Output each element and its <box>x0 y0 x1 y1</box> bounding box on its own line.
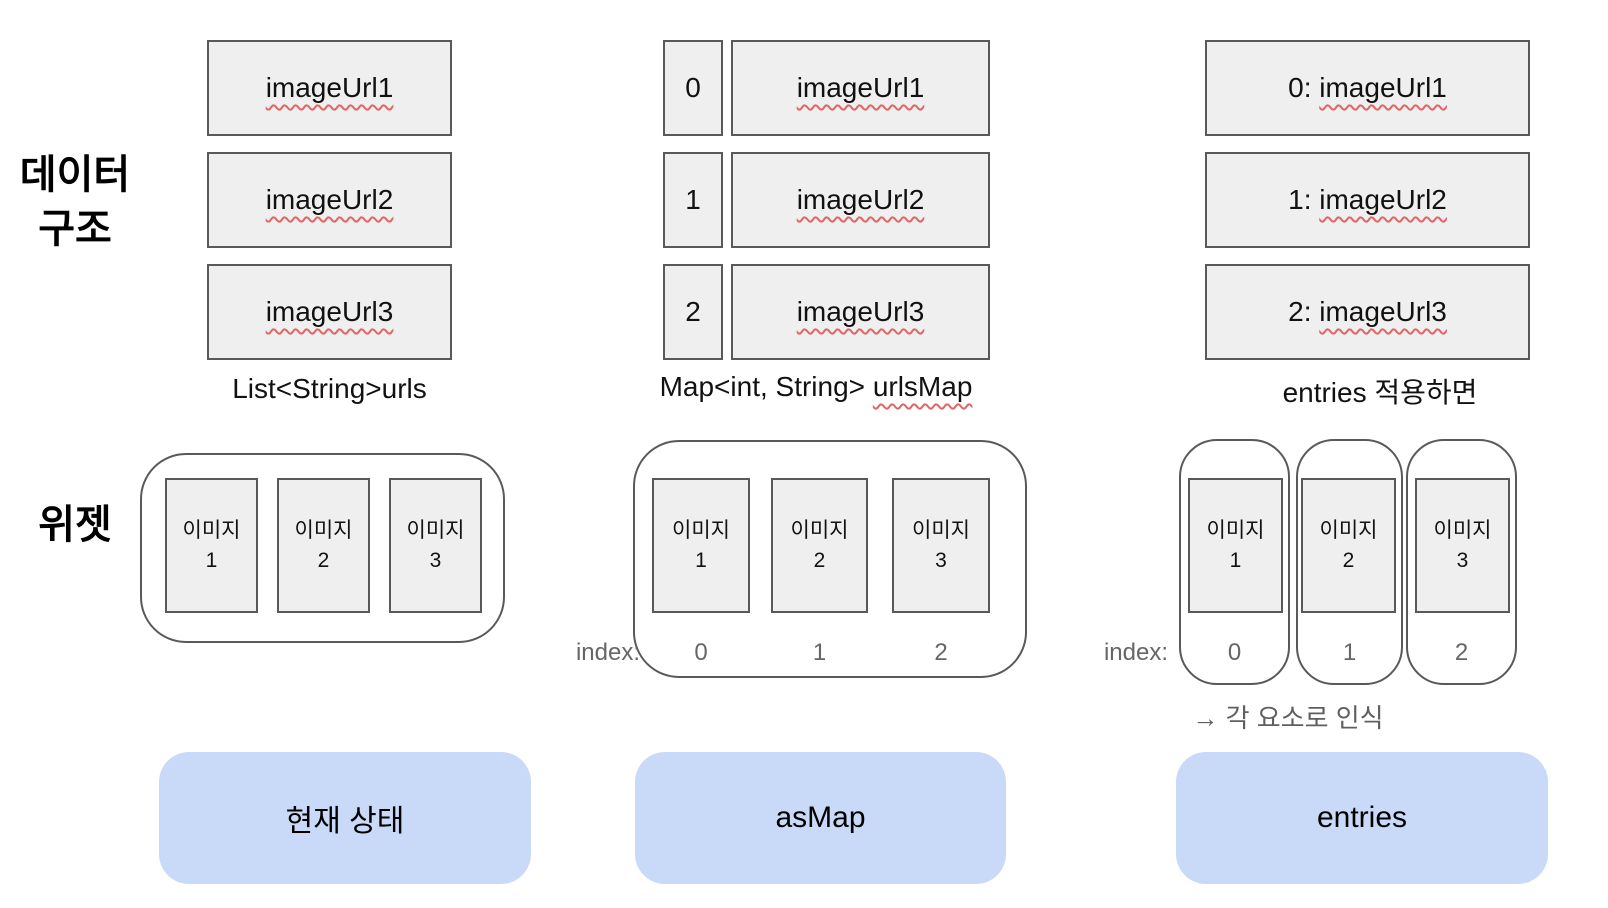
image-label: 이미지 <box>1319 518 1378 542</box>
list-caption: List<String>urls <box>232 373 427 404</box>
image-label: 이미지 <box>790 518 849 542</box>
map-widget-image-2: 이미지 2 <box>771 478 868 613</box>
entries-box-1-key: 0: <box>1288 72 1320 103</box>
map-value-box-2-text: imageUrl2 <box>796 184 925 215</box>
list-box-2: imageUrl2 <box>207 152 452 248</box>
image-number: 1 <box>205 548 218 572</box>
map-widget-image-1: 이미지 1 <box>652 478 750 613</box>
map-value-box-1-text: imageUrl1 <box>796 72 925 103</box>
map-caption-name: urlsMap <box>872 371 973 402</box>
image-label: 이미지 <box>672 518 730 542</box>
row-label-data-structure: 데이터 구조 <box>5 148 145 256</box>
image-number: 3 <box>429 548 442 572</box>
map-value-box-3: imageUrl3 <box>731 264 990 360</box>
entries-box-2: 1: imageUrl2 <box>1205 152 1530 248</box>
image-label: 이미지 <box>182 518 241 542</box>
entries-box-3: 2: imageUrl3 <box>1205 264 1530 360</box>
entries-index-2: 2 <box>1454 639 1469 666</box>
list-widget-image-1: 이미지 1 <box>165 478 258 613</box>
map-index-1: 1 <box>812 639 827 666</box>
entries-box-2-key: 1: <box>1288 184 1320 215</box>
image-number: 3 <box>1456 548 1469 572</box>
list-box-1: imageUrl1 <box>207 40 452 136</box>
list-box-3: imageUrl3 <box>207 264 452 360</box>
image-label: 이미지 <box>406 518 465 542</box>
row-label-data-structure-line2: 구조 <box>38 207 112 251</box>
entries-widget-image-1: 이미지 1 <box>1188 478 1283 613</box>
map-key-box-3: 2 <box>663 264 723 360</box>
image-label: 이미지 <box>294 518 353 542</box>
image-number: 1 <box>695 548 707 572</box>
image-label: 이미지 <box>912 518 970 542</box>
list-box-3-text: imageUrl3 <box>265 296 394 327</box>
image-number: 2 <box>317 548 330 572</box>
map-key-box-2: 1 <box>663 152 723 248</box>
list-widget-image-3: 이미지 3 <box>389 478 482 613</box>
map-value-box-2: imageUrl2 <box>731 152 990 248</box>
entries-box-3-key: 2: <box>1288 296 1320 327</box>
entries-index-label: index: <box>1103 639 1168 666</box>
row-label-widget: 위젯 <box>38 503 112 547</box>
entries-caption: entries 적용하면 <box>1282 377 1478 408</box>
image-label: 이미지 <box>1433 518 1492 542</box>
image-label: 이미지 <box>1206 518 1265 542</box>
entries-widget-image-3: 이미지 3 <box>1415 478 1510 613</box>
row-label-data-structure-line1: 데이터 <box>19 153 131 197</box>
entries-widget-image-2: 이미지 2 <box>1301 478 1396 613</box>
entries-index-1: 1 <box>1342 639 1357 666</box>
map-key-box-1: 0 <box>663 40 723 136</box>
current-state-button: 현재 상태 <box>159 752 531 884</box>
list-box-1-text: imageUrl1 <box>265 72 394 103</box>
map-caption-type: Map<int, String> <box>659 371 873 402</box>
entries-box-3-value: imageUrl3 <box>1319 296 1447 327</box>
map-widget-image-3: 이미지 3 <box>892 478 990 613</box>
image-number: 3 <box>935 548 947 572</box>
image-number: 2 <box>1342 548 1355 572</box>
entries-box-1: 0: imageUrl1 <box>1205 40 1530 136</box>
image-number: 2 <box>813 548 826 572</box>
entries-button: entries <box>1176 752 1548 884</box>
map-index-label: index: <box>575 639 640 666</box>
list-box-2-text: imageUrl2 <box>265 184 394 215</box>
image-number: 1 <box>1229 548 1242 572</box>
asmap-button: asMap <box>635 752 1006 884</box>
map-value-box-3-text: imageUrl3 <box>796 296 925 327</box>
entries-box-1-value: imageUrl1 <box>1319 72 1447 103</box>
map-value-box-1: imageUrl1 <box>731 40 990 136</box>
entries-note: → 각 요소로 인식 <box>1192 703 1384 733</box>
entries-box-2-value: imageUrl2 <box>1319 184 1447 215</box>
entries-index-0: 0 <box>1227 639 1242 666</box>
map-index-0: 0 <box>694 639 708 666</box>
list-widget-image-2: 이미지 2 <box>277 478 370 613</box>
map-caption: Map<int, String> urlsMap <box>641 370 991 404</box>
map-index-2: 2 <box>934 639 948 666</box>
